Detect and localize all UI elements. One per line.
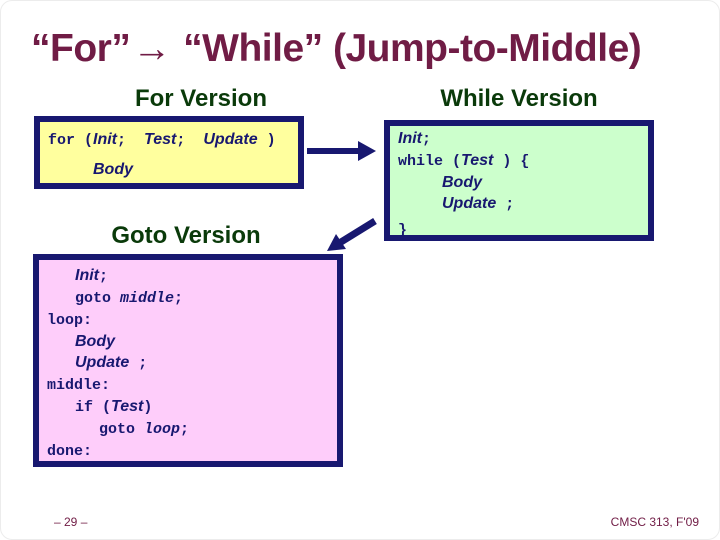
heading-goto-version: Goto Version bbox=[111, 222, 261, 249]
heading-while-version: While Version bbox=[440, 85, 598, 112]
page-number: – 29 – bbox=[54, 515, 88, 529]
code-segment: ; bbox=[174, 290, 184, 307]
code-line: middle: bbox=[47, 374, 329, 396]
code-line: Body bbox=[398, 172, 640, 193]
code-segment: goto bbox=[75, 290, 121, 307]
code-segment: ; bbox=[99, 268, 109, 285]
title-rest-text: “While” (Jump-to-Middle) bbox=[172, 27, 642, 70]
code-segment: Test bbox=[461, 152, 494, 169]
code-segment: Update bbox=[442, 195, 497, 212]
code-segment: while ( bbox=[398, 153, 462, 170]
code-segment: ; bbox=[422, 131, 432, 148]
code-segment: done: bbox=[47, 443, 93, 460]
code-segment: ; bbox=[129, 355, 148, 372]
code-segment: goto bbox=[99, 421, 145, 438]
code-line: while (Test ) { bbox=[398, 150, 640, 172]
code-segment: loop: bbox=[47, 312, 93, 329]
code-line: if (Test) bbox=[47, 396, 329, 418]
page-title: “For”→ “While” (Jump-to-Middle) bbox=[31, 27, 711, 71]
code-segment: ; bbox=[496, 196, 515, 213]
code-segment: if ( bbox=[75, 399, 112, 416]
code-line: loop: bbox=[47, 309, 329, 331]
code-segment: Init bbox=[398, 130, 422, 147]
code-segment: ) bbox=[257, 132, 276, 149]
code-segment: Body bbox=[75, 333, 115, 350]
code-segment: ; bbox=[117, 132, 145, 149]
code-segment: Update bbox=[203, 131, 258, 148]
code-segment: Body bbox=[93, 161, 133, 178]
code-line: for (Init; Test; Update ) bbox=[48, 125, 290, 155]
code-line: Body bbox=[47, 331, 329, 352]
code-segment: ; bbox=[176, 132, 204, 149]
code-segment: ) bbox=[143, 399, 153, 416]
code-line: Body bbox=[48, 155, 290, 184]
code-line: done: bbox=[47, 440, 329, 462]
code-line: Init; bbox=[398, 128, 640, 150]
code-segment: Test bbox=[144, 131, 177, 148]
for-version-code-box: for (Init; Test; Update ) Body bbox=[34, 116, 304, 189]
code-segment: Test bbox=[111, 398, 144, 415]
right-arrow-icon bbox=[307, 141, 376, 161]
right-arrow-glyph: → bbox=[132, 27, 171, 70]
heading-for-version: For Version bbox=[134, 85, 268, 112]
code-line: goto middle; bbox=[47, 287, 329, 309]
title-for-text: “For” bbox=[31, 27, 131, 70]
code-segment: Init bbox=[75, 267, 99, 284]
course-label: CMSC 313, F'09 bbox=[610, 515, 699, 529]
code-segment: } bbox=[398, 222, 408, 239]
code-line: goto loop; bbox=[47, 418, 329, 440]
code-segment: for ( bbox=[48, 132, 94, 149]
code-segment: Init bbox=[93, 131, 118, 148]
code-segment: ; bbox=[180, 421, 190, 438]
code-line: Init; bbox=[47, 265, 329, 287]
code-line: Update ; bbox=[398, 193, 640, 215]
code-segment: loop bbox=[144, 421, 181, 438]
code-segment: ) { bbox=[493, 153, 530, 170]
code-segment: Update bbox=[75, 354, 130, 371]
down-left-arrow-icon bbox=[327, 218, 377, 251]
code-segment: middle bbox=[120, 290, 175, 307]
code-segment: middle: bbox=[47, 377, 111, 394]
code-segment: Body bbox=[442, 174, 482, 191]
code-line: } bbox=[398, 219, 640, 241]
code-line: Update ; bbox=[47, 352, 329, 374]
